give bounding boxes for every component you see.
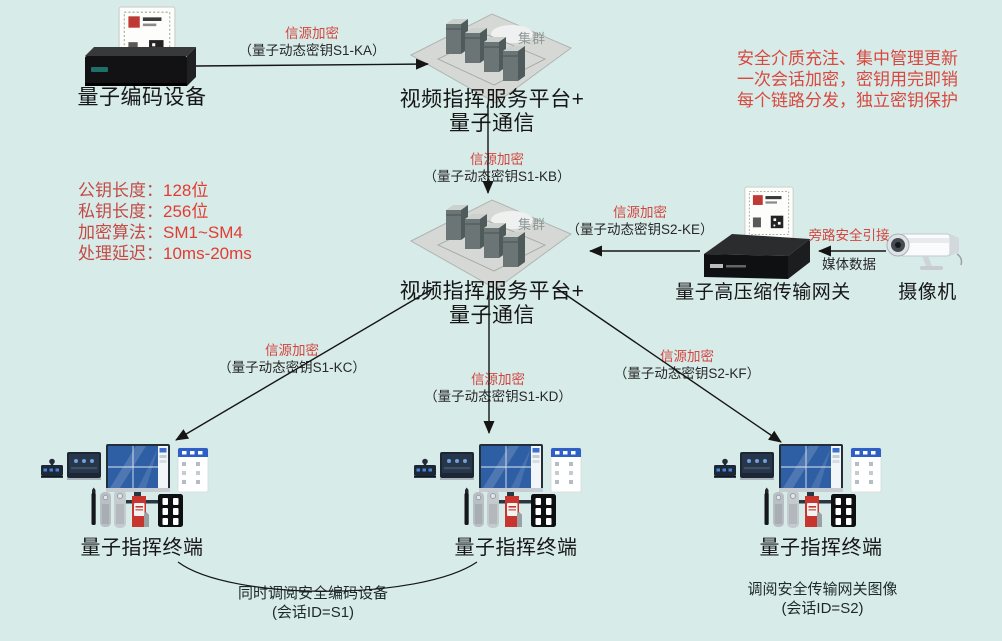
arrow-encoder-to-cluster-top <box>195 58 429 70</box>
session-s1-line1: 同时调阅安全编码设备 <box>237 585 388 602</box>
edge-s1-kd-sub: （量子动态密钥S1-KD） <box>424 389 572 404</box>
edge-s2-kf-sub: （量子动态密钥S2-KF） <box>613 366 761 381</box>
edge-s1-kb-sub: （量子动态密钥S1-KB） <box>423 169 571 184</box>
server-cluster-icon <box>408 196 574 292</box>
terminal-left-icon <box>40 444 210 532</box>
session-s1-line2: (会话ID=S1) <box>271 604 355 621</box>
cluster-mid-label-line2: 量子通信 <box>449 304 535 327</box>
spec-value: 128位 <box>163 181 209 200</box>
terminal-right-label: 量子指挥终端 <box>759 537 883 559</box>
key-specs: 公钥长度：128位 私钥长度：256位 加密算法：SM1~SM4 处理延迟：10… <box>78 180 252 264</box>
edge-s1-kc-label: 信源加密 （量子动态密钥S1-KC） <box>207 343 377 376</box>
spec-key: 处理延迟： <box>78 244 163 263</box>
gateway-label: 量子高压缩传输网关 <box>675 282 851 303</box>
spec-row-algorithm: 加密算法：SM1~SM4 <box>78 222 252 243</box>
edge-s2-kf-title: 信源加密 <box>660 349 714 364</box>
spec-row-private-key: 私钥长度：256位 <box>78 201 252 222</box>
session-s1-note: 同时调阅安全编码设备 (会话ID=S1) <box>223 584 403 622</box>
edge-s2-ke-title: 信源加密 <box>613 205 667 220</box>
encoder-device-icon <box>83 44 197 90</box>
edge-s1-kd-title: 信源加密 <box>471 372 525 387</box>
edge-s2-ke-sub: （量子动态密钥S2-KE） <box>566 222 714 237</box>
security-note: 安全介质充注、集中管理更新 一次会话加密，密钥用完即销 每个链路分发，独立密钥保… <box>737 48 958 111</box>
edge-s2-ke-label: 信源加密 （量子动态密钥S2-KE） <box>555 205 725 238</box>
session-s2-note: 调阅安全传输网关图像 (会话ID=S2) <box>730 580 915 618</box>
spec-value: 10ms-20ms <box>163 244 252 263</box>
edge-s1-ka-sub: （量子动态密钥S1-KA） <box>238 43 386 58</box>
session-s2-line2: (会话ID=S2) <box>781 600 864 617</box>
security-note-line1: 安全介质充注、集中管理更新 <box>737 49 958 68</box>
cluster-mid-badge: 集群 <box>518 217 547 232</box>
edge-s1-kb-label: 信源加密 （量子动态密钥S1-KB） <box>412 152 582 185</box>
edge-s1-ka-title: 信源加密 <box>285 26 339 41</box>
edge-s1-kc-title: 信源加密 <box>265 343 319 358</box>
terminal-middle-icon <box>413 444 583 532</box>
bypass-link-sub: 媒体数据 <box>822 257 876 272</box>
camera-label: 摄像机 <box>898 282 957 303</box>
cluster-mid-label: 视频指挥服务平台+ 量子通信 <box>392 280 592 328</box>
edge-s1-kc-sub: （量子动态密钥S1-KC） <box>218 360 366 375</box>
terminal-middle-label: 量子指挥终端 <box>454 537 578 559</box>
spec-value: SM1~SM4 <box>163 223 243 242</box>
terminal-right-icon <box>713 444 883 532</box>
terminal-left-label: 量子指挥终端 <box>80 537 204 559</box>
cluster-top-label: 视频指挥服务平台+ 量子通信 <box>392 88 592 136</box>
spec-key: 公钥长度： <box>78 181 163 200</box>
edge-s1-kb-title: 信源加密 <box>470 152 524 167</box>
spec-value: 256位 <box>163 202 209 221</box>
spec-key: 私钥长度： <box>78 202 163 221</box>
bypass-link-title: 旁路安全引接 <box>808 228 890 243</box>
cluster-top-label-line1: 视频指挥服务平台+ <box>399 88 585 111</box>
security-note-line3: 每个链路分发，独立密钥保护 <box>737 91 958 110</box>
spec-row-public-key: 公钥长度：128位 <box>78 180 252 201</box>
edge-s2-kf-label: 信源加密 （量子动态密钥S2-KF） <box>602 349 772 382</box>
encoder-label: 量子编码设备 <box>77 86 207 109</box>
cluster-mid-label-line1: 视频指挥服务平台+ <box>399 280 585 303</box>
security-note-line2: 一次会话加密，密钥用完即销 <box>737 70 958 89</box>
session-s2-line1: 调阅安全传输网关图像 <box>747 581 898 598</box>
cluster-top-label-line2: 量子通信 <box>449 112 535 135</box>
edge-s1-ka-label: 信源加密 （量子动态密钥S1-KA） <box>227 26 397 59</box>
spec-row-latency: 处理延迟：10ms-20ms <box>78 243 252 264</box>
cluster-top-badge: 集群 <box>518 31 547 46</box>
edge-s1-kd-label: 信源加密 （量子动态密钥S1-KD） <box>413 372 583 405</box>
spec-key: 加密算法： <box>78 223 163 242</box>
